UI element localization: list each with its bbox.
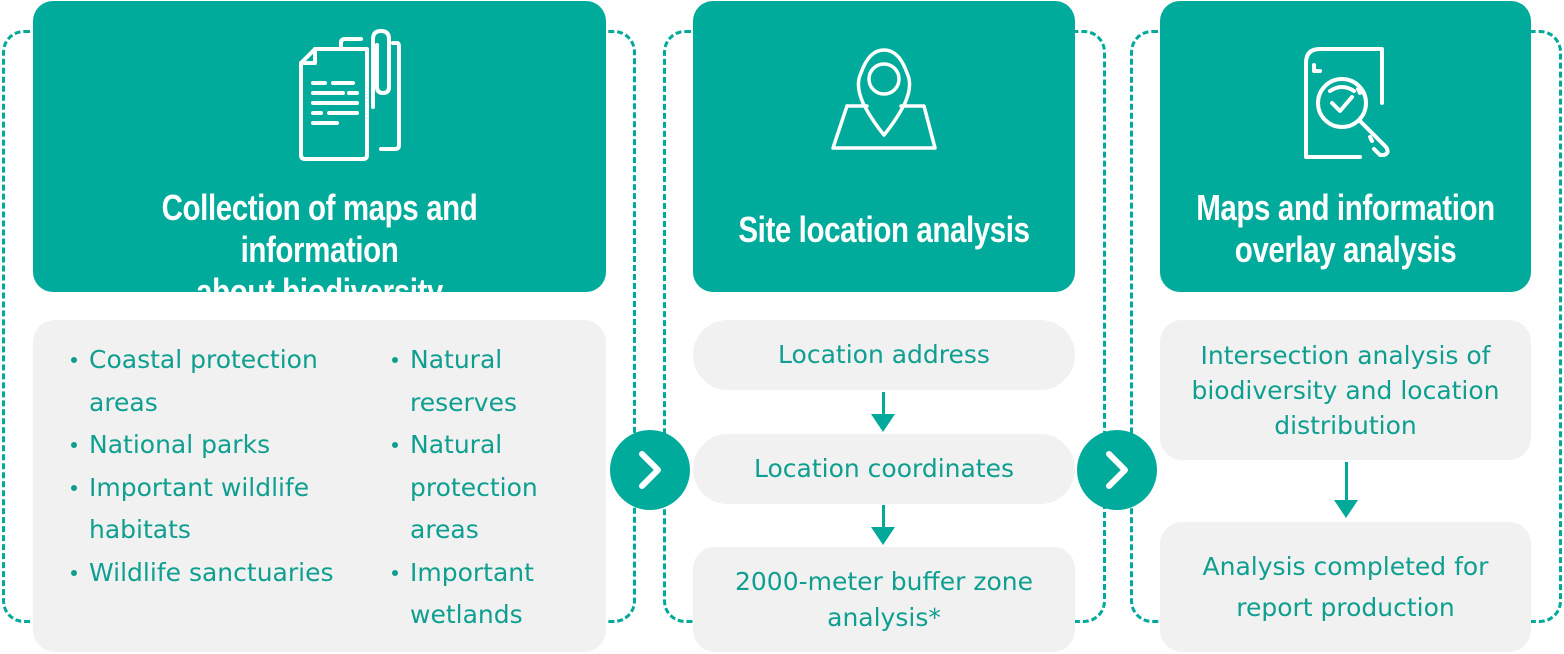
arrow-down-icon — [871, 392, 895, 432]
next-step-button-2[interactable] — [1077, 430, 1157, 510]
step-2-header: Site location analysis — [693, 1, 1075, 292]
step-3-title-line2: overlay analysis — [1234, 229, 1457, 270]
step-3-title-line1: Maps and information — [1196, 187, 1495, 228]
substep-label-line1: Intersection analysis of — [1200, 340, 1491, 370]
substep-label-line1: Analysis completed for — [1202, 552, 1489, 581]
substep-label-line2: report production — [1236, 593, 1455, 622]
substep-intersection-analysis: Intersection analysis of biodiversity an… — [1160, 320, 1531, 460]
bullet-item: Wildlife sanctuaries — [67, 552, 367, 595]
substep-analysis-completed: Analysis completed for report production — [1160, 522, 1531, 652]
bullet-item: Natural reserves — [388, 339, 588, 424]
map-pin-icon — [831, 48, 937, 150]
bullet-item: Coastal protection areas — [67, 339, 367, 424]
bullet-item-text: Important wildlife — [89, 472, 310, 502]
substep-label-line1: 2000-meter buffer zone — [735, 566, 1033, 596]
substep-location-address: Location address — [693, 320, 1075, 390]
document-magnifier-check-icon — [1304, 47, 1390, 159]
step-3-header: Maps and information overlay analysis — [1160, 1, 1531, 292]
document-paperclip-icon — [299, 29, 401, 161]
bullet-item-text: Natural — [410, 430, 503, 459]
substep-label-line2: analysis* — [827, 602, 941, 632]
bullet-item: Natural protection areas — [388, 424, 588, 552]
arrow-down-icon — [1334, 462, 1358, 518]
arrow-down-icon — [871, 505, 895, 545]
substep-label-line3: distribution — [1274, 410, 1417, 440]
chevron-right-icon — [639, 451, 661, 489]
bullet-item-text: areas — [89, 387, 158, 417]
bullet-item-text: Wildlife sanctuaries — [89, 557, 334, 587]
step-1-header: Collection of maps and information about… — [33, 1, 606, 312]
bullet-item: National parks — [67, 424, 367, 467]
bullet-item-text: areas — [410, 515, 479, 544]
bullet-item: Important wetlands — [388, 552, 588, 637]
bullet-item-text: National parks — [89, 430, 271, 459]
step-2-title: Site location analysis — [738, 209, 1030, 250]
next-step-button-1[interactable] — [610, 430, 690, 510]
bullet-item: Important wildlife habitats — [67, 467, 367, 552]
substep-label: Location coordinates — [753, 454, 1015, 483]
bullet-item-text: Natural — [410, 345, 503, 374]
substep-buffer-zone-analysis: 2000-meter buffer zone analysis* — [693, 547, 1075, 652]
substep-label: Location address — [778, 340, 990, 369]
bullet-item-text: habitats — [89, 515, 191, 544]
bullet-item-text: Important — [410, 557, 534, 587]
bullet-item-text: wetlands — [410, 600, 523, 629]
chevron-right-icon — [1106, 451, 1128, 489]
bullet-item-text: Coastal protection — [89, 345, 318, 374]
substep-location-coordinates: Location coordinates — [693, 434, 1075, 504]
step-1-title-line2: about biodiversity — [196, 271, 443, 312]
bullet-item-text: protection — [410, 472, 538, 502]
step-1-title-line1: Collection of maps and information — [161, 187, 478, 270]
substep-label-line2: biodiversity and location — [1191, 375, 1500, 405]
bullet-item-text: reserves — [410, 387, 517, 417]
